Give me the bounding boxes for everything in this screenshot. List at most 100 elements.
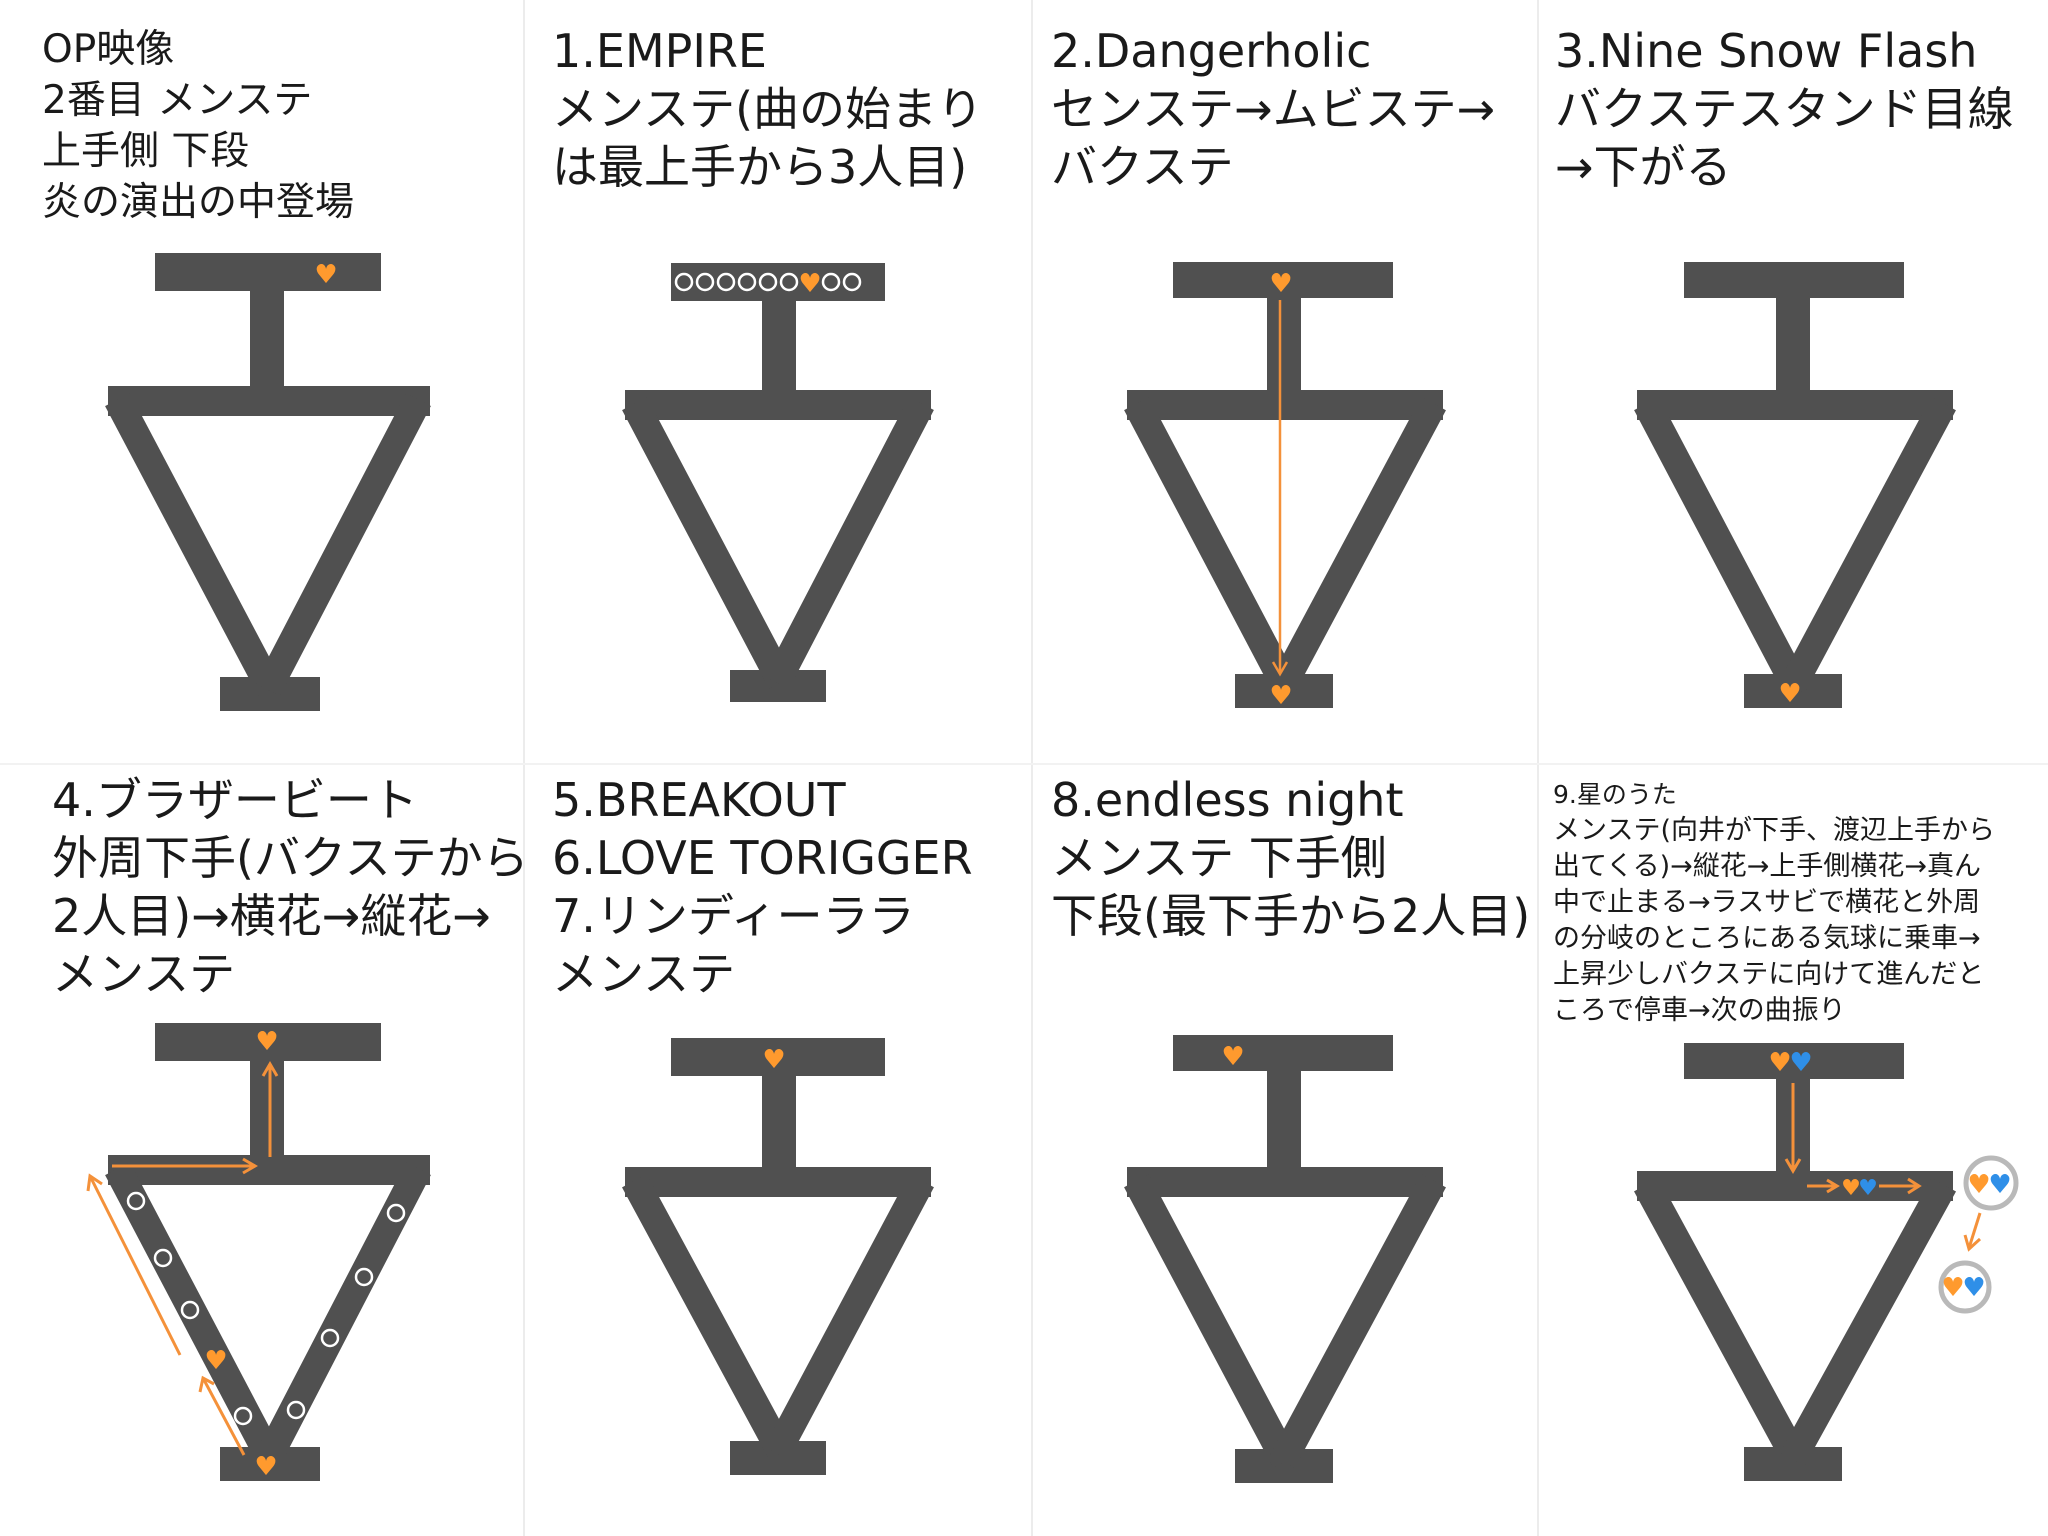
member-circle-icon (674, 272, 694, 292)
back-stage (671, 1038, 885, 1076)
main-stage (108, 386, 430, 416)
panel-caption: 8.endless night メンステ 下手側 下段(最下手から2人目) (1051, 771, 1530, 945)
caption-line: 7.リンディーララ (552, 889, 915, 943)
orange-heart-icon: ♥ (798, 269, 821, 299)
flower-path (1776, 296, 1810, 392)
caption-line: 4.ブラザービート (52, 773, 418, 827)
member-circle-icon (233, 1406, 253, 1426)
outer-path-left (105, 1162, 283, 1466)
caption-line: 下段(最下手から2人目) (1051, 889, 1531, 943)
outer-path-right (764, 397, 934, 689)
back-stage (155, 1023, 381, 1061)
orange-heart-icon: ♥ (314, 260, 337, 290)
caption-line: 2人目)→横花→縦花→ (52, 889, 491, 943)
caption-line: センステ→ムビステ→ (1051, 82, 1496, 136)
stage-diagram: ♥ (1124, 1035, 1446, 1483)
main-stage (1127, 390, 1443, 420)
member-circle-icon (126, 1191, 146, 1211)
main-stage (625, 390, 931, 420)
outer-path-left (1124, 397, 1298, 693)
main-stage (1127, 1167, 1443, 1197)
member-circle-icon (716, 272, 736, 292)
member-circle-icon (737, 272, 757, 292)
stage-diagram: ♥ (622, 263, 934, 702)
caption-line: バクステスタンド目線 (1555, 82, 2014, 136)
move-arrows (86, 1061, 279, 1456)
member-circle-icon (354, 1267, 374, 1287)
orange-heart-icon: ♥ (1269, 269, 1292, 299)
panel-caption: 4.ブラザービート 外周下手(バクステから 2人目)→横花→縦花→ メンステ (52, 771, 523, 1003)
move-arrow (88, 1175, 182, 1356)
stage-diagram: ♥ ♥ ♥ ♥ ♥ ♥ ♥ ♥ (1634, 1043, 2019, 1481)
stage-diagram: ♥ ♥ (1124, 262, 1446, 711)
caption-line: バクステ (1051, 140, 1234, 194)
caption-line: 2.Dangerholic (1051, 24, 1372, 78)
outer-path-left (622, 397, 794, 689)
outer-path-left (1634, 1178, 1808, 1466)
panel-divider (523, 0, 525, 1536)
arrow-head (198, 1375, 215, 1393)
caption-line: 3.Nine Snow Flash (1555, 24, 1978, 78)
panel-8: 8.endless night メンステ 下手側 下段(最下手から2人目) ♥ (1033, 765, 1537, 1536)
caption-line: 上手側 下段 (42, 129, 250, 174)
caption-line: 炎の演出の中登場 (42, 180, 355, 225)
main-stage (108, 1155, 430, 1185)
panel-caption: 9.星のうた メンステ(向井が下手、渡辺上手から 出てくる)→縦花→上手側横花→… (1553, 777, 1995, 1029)
back-stage (1173, 262, 1393, 298)
arrow-head (1784, 1158, 1802, 1174)
back-stage (671, 263, 885, 301)
outer-path-left (622, 1174, 794, 1460)
outer-path-left (1124, 1174, 1298, 1468)
outer-path-right (255, 393, 431, 696)
arrow-head (1271, 661, 1289, 677)
caption-line: 8.endless night (1051, 773, 1404, 827)
orange-heart-icon: ♥ (1967, 1170, 1990, 1200)
outer-path-right (1780, 397, 1956, 693)
arrow-head (1826, 1178, 1840, 1194)
flower-path (762, 299, 796, 393)
orange-heart-icon: ♥ (1269, 681, 1292, 711)
move-arrows (1784, 1083, 1982, 1252)
member-circle-icon (320, 1328, 340, 1348)
caption-line: →下がる (1555, 140, 1732, 194)
row-divider (0, 763, 2048, 765)
panel-5-7: 5.BREAKOUT 6.LOVE TORIGGER 7.リンディーララ メンス… (525, 765, 1031, 1536)
caption-line: は最上手から3人目) (552, 140, 968, 194)
caption-line: メンステ(曲の始まり (552, 82, 984, 136)
member-circle-icon (153, 1248, 173, 1268)
arrow-head (1907, 1177, 1922, 1195)
caption-line: の分岐のところにある気球に乗車→ (1553, 923, 1981, 954)
caption-line: 外周下手(バクステから (52, 831, 523, 885)
flower-path (1267, 1069, 1301, 1171)
outer-path-right (764, 1174, 934, 1460)
outer-path-left (105, 393, 283, 696)
panel-caption: 5.BREAKOUT 6.LOVE TORIGGER 7.リンディーララ メンス… (552, 771, 973, 1003)
panel-caption: OP映像 2番目 メンステ 上手側 下段 炎の演出の中登場 (42, 24, 354, 228)
blue-heart-icon: ♥ (1858, 1176, 1878, 1201)
main-stage (1637, 390, 1953, 420)
orange-heart-icon: ♥ (1221, 1042, 1244, 1072)
stage-diagram: ♥ (622, 1038, 934, 1475)
caption-line: 6.LOVE TORIGGER (552, 831, 973, 885)
outer-path-right (1270, 1174, 1446, 1468)
caption-line: OP映像 (42, 27, 175, 72)
caption-line: メンステ (552, 947, 736, 1001)
outer-path-right (1779, 1177, 1957, 1467)
caption-line: メンステ 下手側 (1051, 831, 1387, 885)
member-circle-icon (286, 1400, 306, 1420)
caption-line: メンステ(向井が下手、渡辺上手から (1553, 815, 1995, 846)
blue-heart-icon: ♥ (1988, 1170, 2011, 1200)
balloon-ring-icon: ♥ ♥ (1963, 1155, 2019, 1211)
orange-heart-icon: ♥ (1841, 1176, 1861, 1201)
panel-caption: 2.Dangerholic センステ→ムビステ→ バクステ (1051, 22, 1495, 196)
caption-line: 9.星のうた (1553, 780, 1677, 809)
panel-divider (1031, 0, 1033, 1536)
member-circle-icon (758, 272, 778, 292)
orange-heart-icon: ♥ (204, 1346, 227, 1376)
caption-line: 5.BREAKOUT (552, 773, 846, 827)
panel-3: 3.Nine Snow Flash バクステスタンド目線 →下がる ♥ (1539, 0, 2048, 763)
member-circle-icon (821, 272, 841, 292)
move-arrow (1967, 1212, 1982, 1249)
outer-path-left (1634, 397, 1808, 693)
back-stage (1684, 1043, 1904, 1079)
